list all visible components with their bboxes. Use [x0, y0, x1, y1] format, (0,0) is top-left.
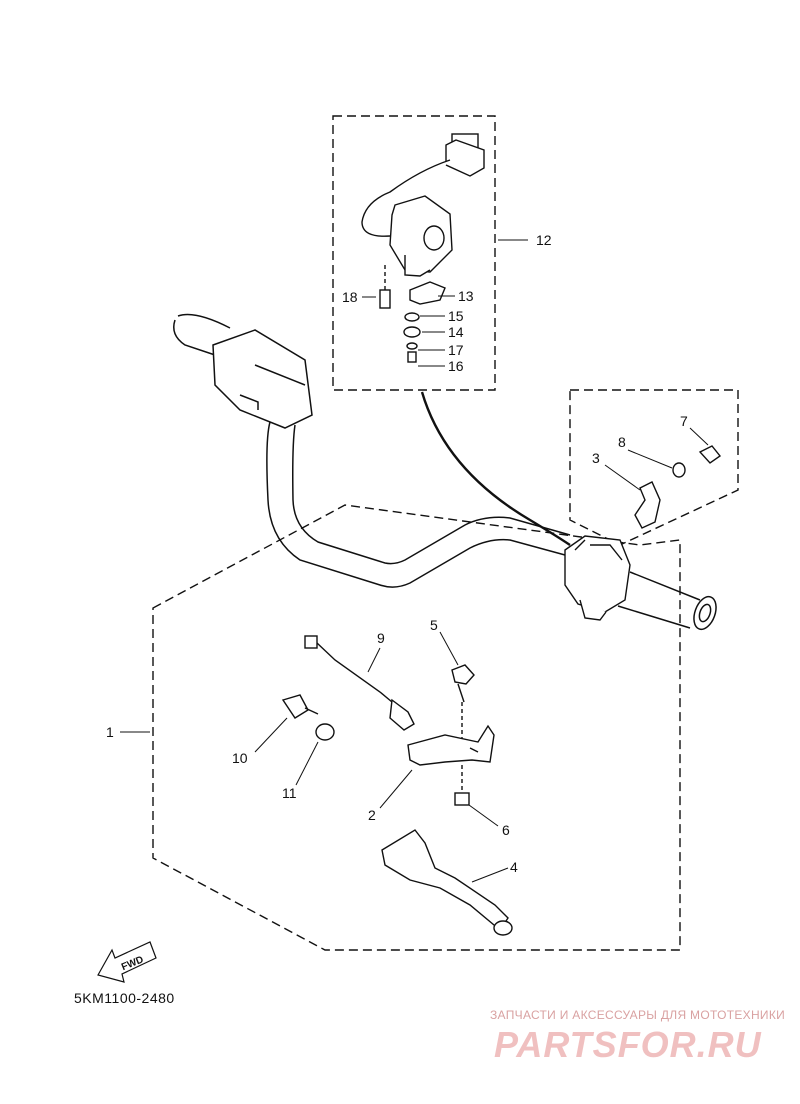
- adjuster-10: [281, 694, 335, 741]
- callout-15: 15: [448, 308, 464, 324]
- callout-12: 12: [536, 232, 552, 248]
- switch-12: [361, 133, 485, 277]
- bolt-5: [451, 664, 475, 703]
- switch-housing: [564, 535, 631, 621]
- part-code: 5KM1100-2480: [74, 990, 175, 1006]
- callout-11: 11: [282, 785, 297, 801]
- callout-8: 8: [618, 434, 626, 450]
- small-parts: [379, 281, 446, 363]
- callout-9: 9: [377, 630, 385, 646]
- callout-6: 6: [502, 822, 510, 838]
- watermark-logo: PARTSFOR.RU: [494, 1024, 762, 1065]
- leader-lines: [120, 239, 709, 883]
- callout-16: 16: [448, 358, 464, 374]
- watermark-tagline: ЗАПЧАСТИ И АКСЕССУАРЫ ДЛЯ МОТОТЕХНИКИ: [490, 1008, 786, 1022]
- mount-assembly-box: [569, 389, 739, 546]
- callout-10: 10: [232, 750, 248, 766]
- cable-9: [304, 635, 415, 731]
- callout-5: 5: [430, 617, 438, 633]
- lever-4: [381, 829, 513, 936]
- callout-4: 4: [510, 859, 518, 875]
- callout-3: 3: [592, 450, 600, 466]
- lever-assembly-box: [152, 504, 681, 951]
- callout-14: 14: [448, 324, 464, 340]
- callout-7: 7: [680, 413, 688, 429]
- fwd-arrow: [97, 941, 157, 983]
- callout-13: 13: [458, 288, 474, 304]
- callout-1: 1: [106, 724, 114, 740]
- switch-wire: [420, 391, 571, 546]
- nut-6: [454, 792, 470, 806]
- callout-2: 2: [368, 807, 376, 823]
- bracket-3: [634, 445, 722, 529]
- switch-assembly-box: [332, 115, 496, 391]
- handlebar: [173, 313, 717, 631]
- callout-17: 17: [448, 342, 464, 358]
- holder-2: [407, 724, 495, 766]
- callout-18: 18: [342, 289, 358, 305]
